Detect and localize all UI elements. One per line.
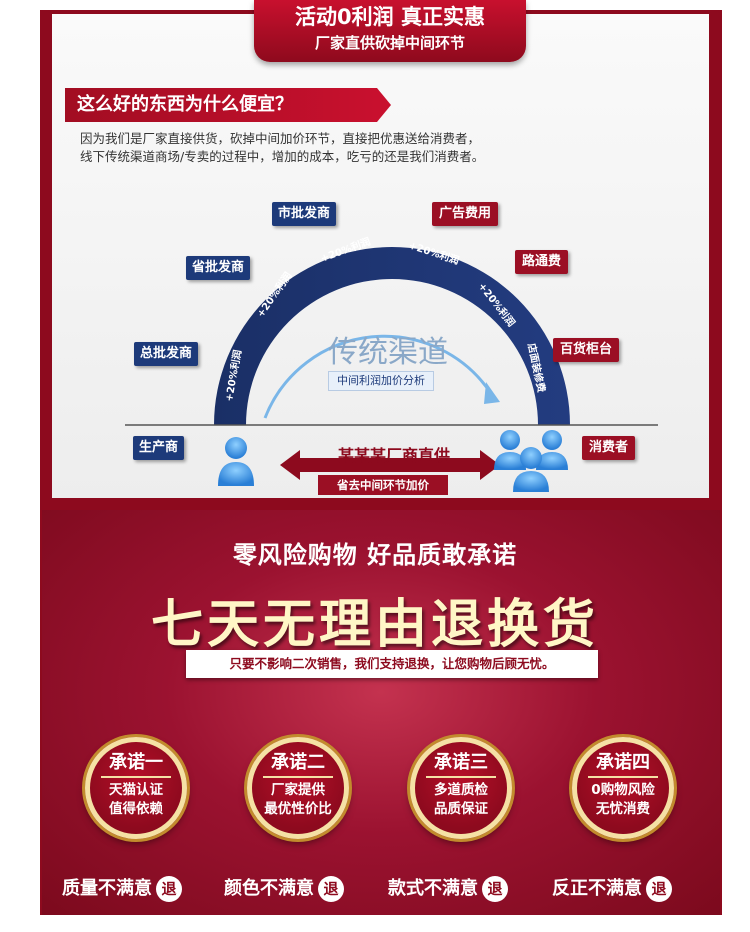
consumers-group-icon (494, 430, 568, 492)
badge-line-1: 0购物风险 (591, 782, 655, 798)
footer-text: 款式不满意 (388, 878, 478, 899)
promise-badge-4: 承诺四 0购物风险 无忧消费 (572, 737, 674, 839)
node-general-wholesaler: 总批发商 (134, 342, 199, 366)
badge-line-1: 天猫认证 (109, 782, 163, 798)
footer-text: 反正不满意 (552, 878, 642, 899)
header-tab: 活动0利润 真正实惠 厂家直供砍掉中间环节 (254, 0, 526, 62)
badge-line-2: 品质保证 (434, 801, 488, 817)
badge-divider (263, 776, 333, 778)
footer-text: 颜色不满意 (224, 878, 314, 899)
explanation-text: 因为我们是厂家直接供货，砍掉中间加价环节，直接把优惠送给消费者， 线下传统渠道商… (80, 130, 620, 166)
badge-line-2: 无忧消费 (596, 801, 650, 817)
badge-divider (101, 776, 171, 778)
promise-badge-1: 承诺一 天猫认证 值得依赖 (85, 737, 187, 839)
badge-divider (426, 776, 496, 778)
badge-title: 承诺二 (271, 752, 325, 773)
node-department-store: 百货柜台 (553, 338, 620, 362)
direct-supply-arrow (280, 450, 500, 480)
explanation-line-2: 线下传统渠道商场/专卖的过程中，增加的成本，吃亏的还是我们消费者。 (80, 149, 485, 164)
badge-title: 承诺四 (596, 752, 650, 773)
manufacturer-person-icon (218, 437, 254, 486)
inner-flow-arrow (263, 334, 494, 419)
node-provincial-wholesaler: 省批发商 (186, 256, 251, 280)
channel-arc (214, 247, 570, 425)
traditional-channel-title: 传统渠道 (328, 335, 448, 370)
footer-item-1: 质量不满意退 (62, 874, 182, 904)
footer-text: 质量不满意 (62, 878, 152, 899)
node-advertising: 广告费用 (432, 202, 499, 226)
node-manufacturer: 生产商 (133, 436, 185, 460)
return-icon: 退 (156, 876, 182, 902)
explanation-line-1: 因为我们是厂家直接供货，砍掉中间加价环节，直接把优惠送给消费者， (80, 131, 481, 146)
header-title: 活动0利润 真正实惠 (295, 5, 485, 29)
badge-title: 承诺三 (434, 752, 488, 773)
promise-headline: 零风险购物 好品质敢承诺 (232, 541, 518, 569)
footer-item-2: 颜色不满意退 (224, 874, 344, 904)
node-city-wholesaler: 市批发商 (272, 202, 337, 226)
footer-item-3: 款式不满意退 (388, 874, 508, 904)
return-icon: 退 (318, 876, 344, 902)
promise-badge-3: 承诺三 多道质检 品质保证 (410, 737, 512, 839)
node-tolls: 路通费 (515, 250, 569, 274)
badge-divider (588, 776, 658, 778)
return-icon: 退 (482, 876, 508, 902)
direct-supply-label: 某某某厂商直供 (337, 446, 450, 465)
question-banner: 这么好的东西为什么便宜？ (65, 88, 377, 122)
badge-line-1: 多道质检 (434, 782, 488, 798)
promise-section (42, 510, 720, 915)
badge-line-2: 最优性价比 (264, 801, 332, 817)
inner-flow-arrowhead (484, 382, 500, 404)
return-icon: 退 (646, 876, 672, 902)
promise-note: 只要不影响二次销售，我们支持退换，让您购物后顾无忧。 (186, 650, 598, 678)
badge-title: 承诺一 (109, 752, 163, 773)
header-subtitle: 厂家直供砍掉中间环节 (314, 34, 465, 52)
node-consumer: 消费者 (582, 436, 636, 460)
badge-line-2: 值得依赖 (109, 801, 163, 817)
promise-title: 七天无理由退换货 (150, 595, 599, 655)
promise-badge-2: 承诺二 厂家提供 最优性价比 (247, 737, 349, 839)
footer-item-4: 反正不满意退 (552, 874, 672, 904)
traditional-channel-subtitle: 中间利润加价分析 (328, 371, 434, 391)
question-banner-arrow (377, 88, 391, 122)
badge-line-1: 厂家提供 (271, 782, 325, 798)
direct-supply-sub: 省去中间环节加价 (318, 475, 448, 495)
